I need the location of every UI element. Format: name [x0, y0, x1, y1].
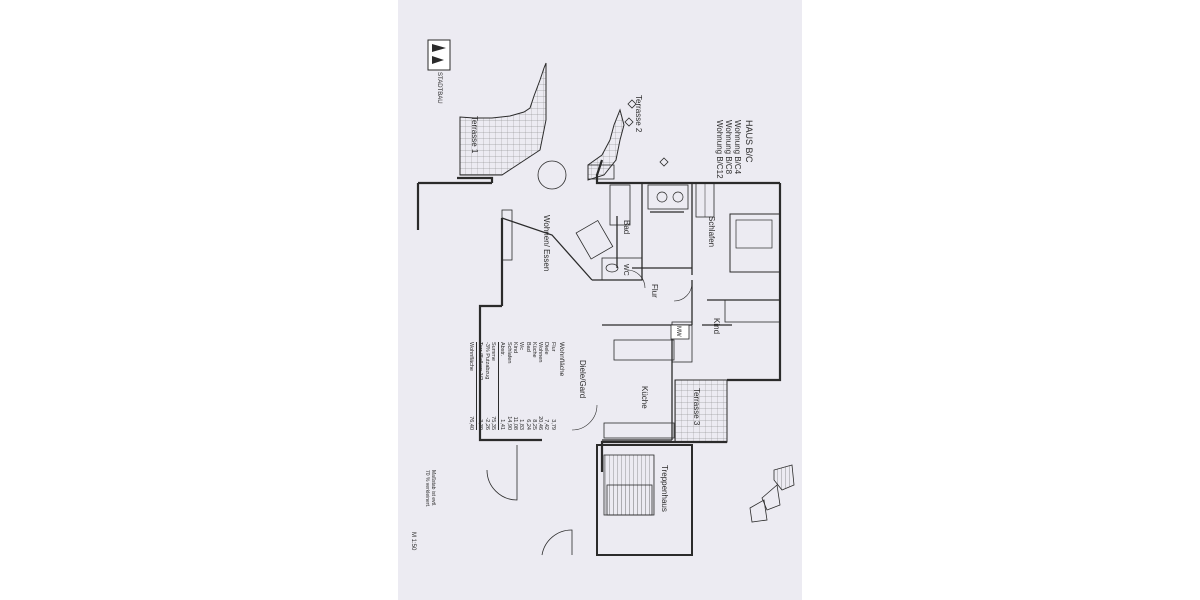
plant-icons: [624, 99, 669, 167]
disclaimer-line-1: Maßstab ist evtl.: [430, 470, 436, 507]
room-bad: Bad: [609, 184, 689, 234]
disclaimer: Maßstab ist evtl. 70 % verkleinert.: [424, 470, 436, 507]
house-title: HAUS B/C: [744, 120, 754, 163]
floor-plan-sheet: Terrasse 1 Terrasse 2 Terrasse 3: [398, 0, 802, 600]
floor-plan-drawing: Terrasse 1 Terrasse 2 Terrasse 3: [416, 39, 795, 556]
stadtbau-logo: STADTBAU: [427, 39, 451, 104]
room-wohnen: Wohnen/ Essen: [501, 160, 615, 271]
mw-label: MW: [675, 326, 681, 337]
kueche-label: Küche: [640, 386, 649, 409]
logo-text: STADTBAU: [436, 72, 442, 104]
treppenhaus-label: Treppenhaus: [660, 465, 669, 512]
header-block: HAUS B/C Wohnung B/C4 Wohnung B/C8 Wohnu…: [715, 120, 754, 179]
site-plan-icon: [749, 464, 795, 523]
terrasse-3-label: Terrasse 3: [692, 388, 701, 426]
room-kueche: MW Küche: [603, 324, 690, 439]
wohnen-label: Wohnen/ Essen: [542, 215, 551, 271]
flur-label: Flur: [650, 284, 659, 298]
bad-label: Bad: [622, 220, 631, 234]
disclaimer-line-2: 70 % verkleinert.: [424, 470, 430, 508]
unit-2: Wohnung B/C8: [724, 120, 733, 175]
terrasse-2-label: Terrasse 2: [634, 95, 643, 133]
terrasse-1-label: Terrasse 1: [470, 116, 479, 154]
area-table-title: Wohnfläche: [558, 342, 565, 377]
area-row: Abstr.1,41: [498, 342, 506, 430]
scale-note: M 1:50: [410, 532, 416, 551]
diele-label: Diele/Gard: [578, 360, 587, 398]
room-flur: Flur: [626, 269, 693, 302]
unit-3: Wohnung B/C12: [715, 120, 724, 179]
unit-1: Wohnung B/C4: [733, 120, 742, 175]
terrasse-3: Terrasse 3: [674, 379, 728, 443]
terrasse-1: Terrasse 1: [459, 62, 547, 176]
wc-label: WC: [622, 264, 629, 276]
treppenhaus: Treppenhaus: [486, 444, 693, 556]
room-kind: Kind: [671, 299, 781, 363]
terrasse-2: Terrasse 2: [587, 95, 643, 181]
room-diele: Diele/Gard: [571, 360, 598, 431]
kind-label: Kind: [712, 318, 721, 334]
summary-row: -3% Putzabzug-2,26: [483, 342, 490, 430]
room-wc: WC: [601, 257, 643, 281]
schlafen-label: Schlafen: [707, 216, 716, 247]
room-schlafen: Schlafen: [695, 182, 781, 273]
